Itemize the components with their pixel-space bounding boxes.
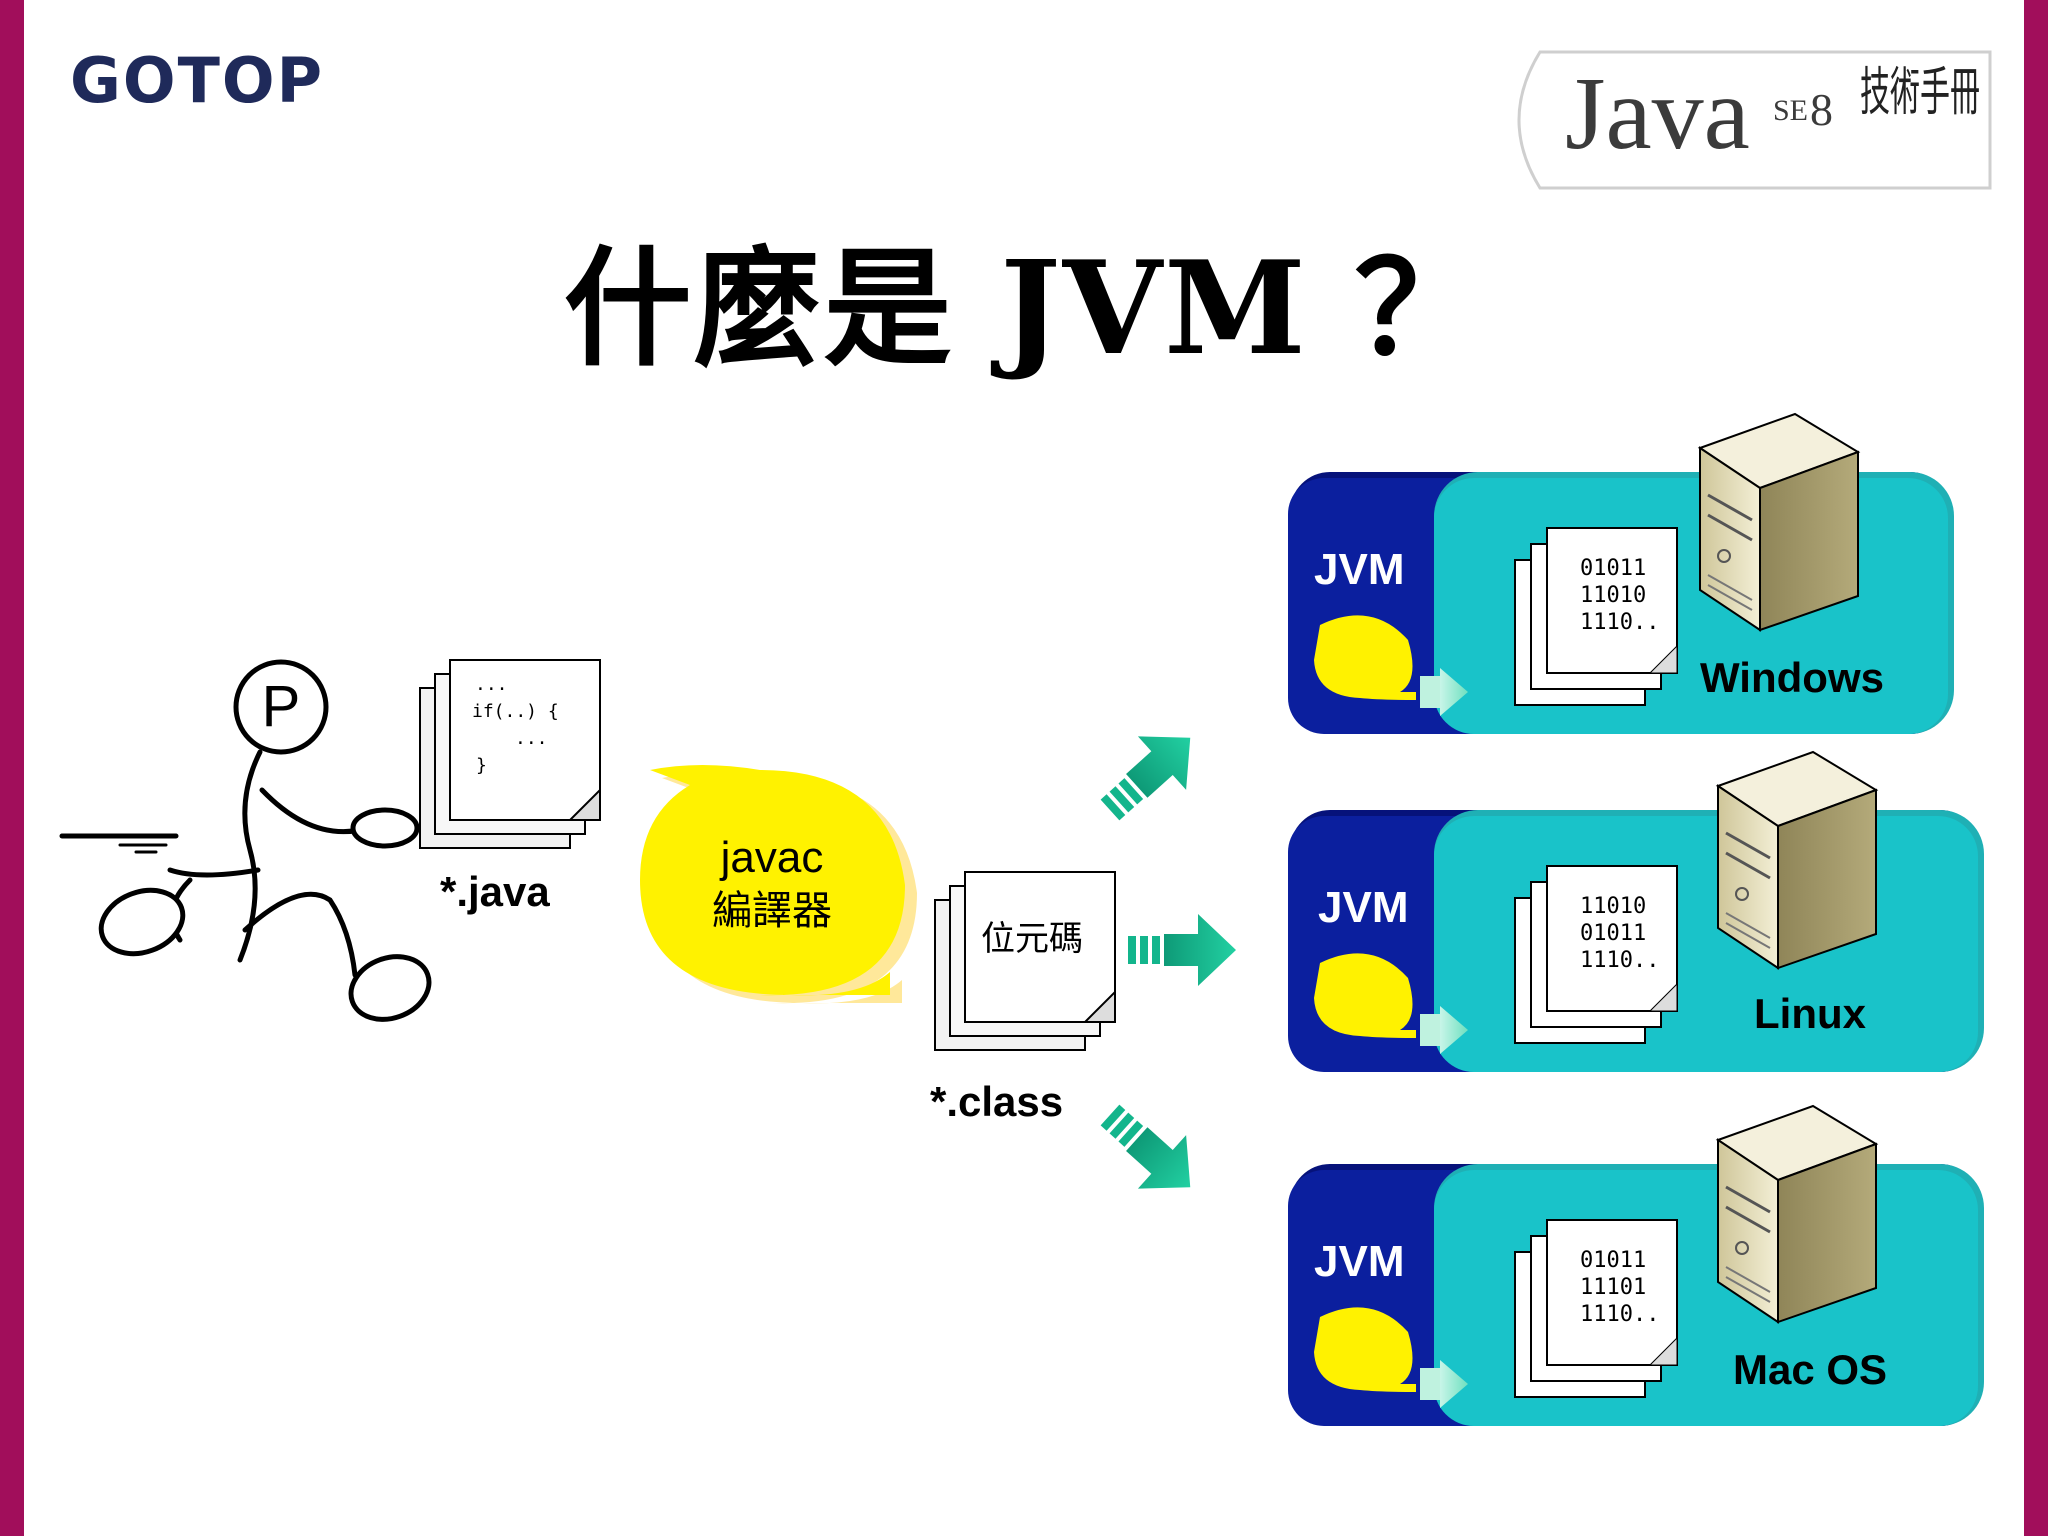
bits-windows-2: 11010 bbox=[1580, 583, 1646, 608]
bits-linux-1: 11010 bbox=[1580, 894, 1646, 919]
compiler-line-1: javac bbox=[719, 833, 824, 882]
platform-windows bbox=[1288, 412, 1954, 734]
programmer-badge: P bbox=[262, 674, 301, 739]
bits-windows-3: 1110.. bbox=[1580, 610, 1659, 635]
jvm-label-macos: JVM bbox=[1314, 1237, 1404, 1286]
arrow-to-macos bbox=[1085, 1088, 1215, 1215]
bits-macos-3: 1110.. bbox=[1580, 1302, 1659, 1327]
os-label-windows: Windows bbox=[1700, 654, 1884, 701]
java-badge-subtitle-1: 技術手冊 bbox=[1860, 63, 1980, 123]
source-code-line-4: } bbox=[476, 755, 487, 776]
gotop-logo: GOTOP bbox=[70, 44, 325, 117]
source-file-label: *.java bbox=[440, 868, 550, 915]
left-frame-bar bbox=[0, 0, 24, 1536]
bits-macos-2: 11101 bbox=[1580, 1275, 1646, 1300]
right-frame-bar bbox=[2024, 0, 2048, 1536]
bits-linux-2: 01011 bbox=[1580, 921, 1646, 946]
bits-linux-3: 1110.. bbox=[1580, 948, 1659, 973]
java-badge-version: 8 bbox=[1810, 84, 1833, 135]
arrow-to-windows bbox=[1085, 710, 1215, 837]
jvm-label-linux: JVM bbox=[1318, 883, 1408, 932]
source-document-stack bbox=[419, 659, 601, 849]
slide-title: 什麼是 JVM ？ bbox=[563, 234, 1485, 384]
platform-macos bbox=[1288, 1104, 1984, 1426]
os-label-linux: Linux bbox=[1754, 990, 1867, 1037]
programmer-figure bbox=[59, 659, 432, 1022]
java-badge-se: SE bbox=[1773, 94, 1808, 127]
bytecode-document-stack bbox=[934, 871, 1116, 1051]
bytecode-doc-label: 位元碼 bbox=[981, 919, 1083, 959]
compiler-line-2: 編譯器 bbox=[712, 888, 832, 934]
java-badge: Java SE 8 技術手冊 bbox=[1517, 50, 1992, 190]
platform-linux bbox=[1288, 750, 1984, 1072]
bits-macos-1: 01011 bbox=[1580, 1248, 1646, 1273]
source-code-line-3: ... bbox=[515, 728, 548, 749]
source-code-line-2: if(..) { bbox=[472, 701, 559, 722]
bits-windows-1: 01011 bbox=[1580, 556, 1646, 581]
jvm-label-windows: JVM bbox=[1314, 545, 1404, 594]
os-label-macos: Mac OS bbox=[1733, 1346, 1887, 1393]
compiler-bubble bbox=[640, 765, 917, 1004]
arrow-to-linux bbox=[1128, 914, 1236, 986]
source-code-line-1: ... bbox=[475, 674, 508, 695]
java-badge-word: Java bbox=[1565, 56, 1750, 171]
bytecode-file-label: *.class bbox=[930, 1078, 1064, 1125]
